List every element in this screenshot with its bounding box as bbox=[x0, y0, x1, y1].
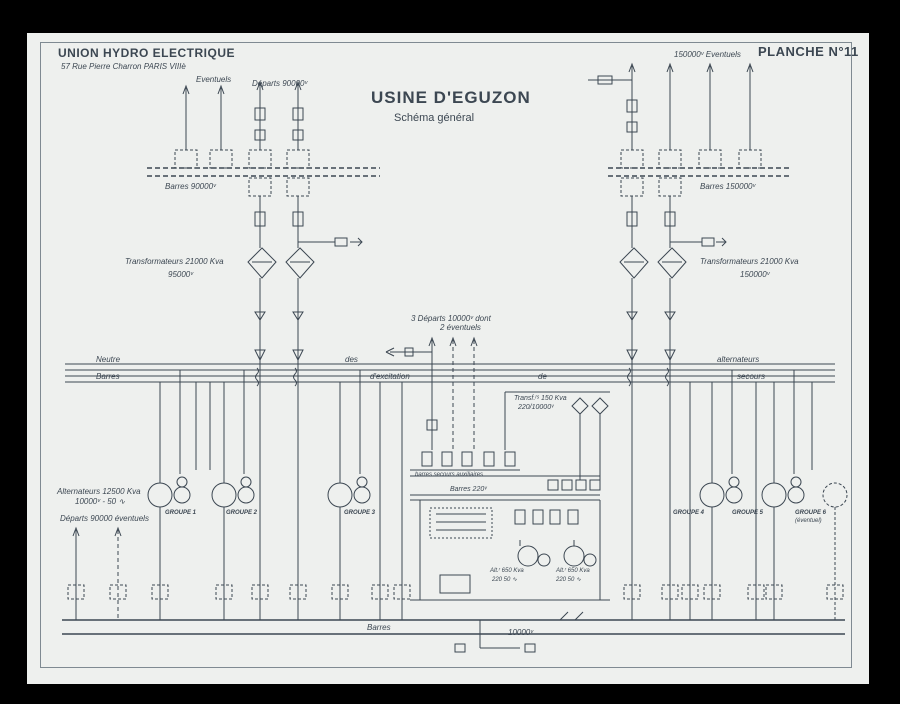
label-secours: secours bbox=[737, 372, 766, 381]
label-eventuels-150000: 150000ᵛ Eventuels bbox=[674, 50, 741, 59]
label-barres-150000: Barres 150000ᵛ bbox=[700, 182, 756, 191]
label-alternateurs-12500-2: 10000ᵛ - 50 ∿ bbox=[75, 497, 126, 506]
drawing-frame bbox=[40, 42, 852, 668]
aux-panel bbox=[410, 500, 610, 601]
label-barres-row: Barres bbox=[96, 372, 120, 381]
label-alt-right-2: 220 50 ∿ bbox=[556, 577, 582, 583]
plate-number: PLANCHE N°11 bbox=[758, 44, 859, 59]
label-departs-90000-eventuels: Départs 90000 éventuels bbox=[60, 514, 149, 523]
label-groupe-5: GROUPE 5 bbox=[732, 510, 764, 516]
label-groupe-6-eventuel: (éventuel) bbox=[795, 518, 822, 524]
label-barres-90000: Barres 90000ᵛ bbox=[165, 182, 216, 191]
label-alternateurs: alternateurs bbox=[717, 355, 760, 364]
company-address: 57 Rue Pierre Charron PARIS VIIIè bbox=[61, 62, 186, 71]
label-groupe-6: GROUPE 6 bbox=[795, 510, 827, 516]
label-barres-aux: barres secours auxiliaires bbox=[415, 472, 484, 478]
label-alt-right-1: Alt.ʳ 650 Kva bbox=[556, 568, 590, 574]
label-eventuels-left: Eventuels bbox=[196, 75, 232, 84]
label-transf-150-1: Transf.ʳˢ 150 Kva bbox=[514, 395, 567, 402]
label-excitation: d'excitation bbox=[370, 372, 410, 381]
label-de: de bbox=[538, 372, 547, 381]
departs-10000 bbox=[385, 336, 516, 467]
label-des: des bbox=[345, 355, 358, 364]
label-alt-left-2: 220 50 ∿ bbox=[492, 577, 518, 583]
company-name: UNION HYDRO ELECTRIQUE bbox=[58, 46, 236, 60]
busbar-10000 bbox=[62, 611, 845, 653]
label-alt-left-1: Alt.ʳ 650 Kva bbox=[490, 568, 524, 574]
label-alternateurs-12500-1: Alternateurs 12500 Kva bbox=[57, 487, 141, 496]
diagram-subtitle: Schéma général bbox=[394, 112, 475, 124]
label-groupe-1: GROUPE 1 bbox=[165, 510, 197, 516]
feeder-arrows-90000 bbox=[182, 80, 302, 150]
generator-group-1 bbox=[147, 370, 191, 620]
gen-feeds-left bbox=[254, 278, 304, 620]
transformers-90000 bbox=[247, 196, 363, 279]
label-kv-10000: 10000ᵛ bbox=[508, 628, 534, 637]
diagram-title: USINE D'EGUZON bbox=[371, 88, 531, 107]
label-groupe-3: GROUPE 3 bbox=[344, 510, 376, 516]
label-transfo-right-1: Transformateurs 21000 Kva bbox=[700, 257, 799, 266]
label-departs-90000: Départs 90000ᵛ bbox=[252, 79, 308, 88]
busbar-150000 bbox=[608, 167, 790, 177]
label-barres-220: Barres 220ᵛ bbox=[450, 486, 487, 493]
generator-group-5 bbox=[761, 370, 805, 620]
bottom-switches bbox=[67, 584, 844, 600]
excitation-bars bbox=[65, 363, 835, 383]
label-groupe-2: GROUPE 2 bbox=[226, 510, 258, 516]
transformers-150000 bbox=[619, 196, 727, 620]
aux-transformers bbox=[410, 391, 610, 501]
label-transf-150-2: 220/10000ᵛ bbox=[518, 404, 554, 411]
generator-group-4 bbox=[699, 370, 743, 620]
switchgear-90000 bbox=[174, 107, 310, 227]
label-transfo-left-2: 95000ᵛ bbox=[168, 270, 194, 279]
label-transfo-right-2: 150000ᵛ bbox=[740, 270, 770, 279]
label-barres-bottom: Barres bbox=[367, 623, 391, 632]
generator-group-2 bbox=[211, 370, 255, 620]
generator-group-3 bbox=[327, 370, 371, 620]
busbar-90000 bbox=[147, 167, 380, 177]
label-departs-10000-1: 3 Départs 10000ᵛ dont bbox=[411, 314, 491, 323]
label-groupe-4: GROUPE 4 bbox=[673, 510, 705, 516]
label-departs-10000-2: 2 éventuels bbox=[440, 323, 481, 332]
label-neutre: Neutre bbox=[96, 355, 121, 364]
aux-alternators bbox=[517, 540, 597, 567]
vertical-feeders bbox=[72, 382, 813, 620]
label-transfo-left-1: Transformateurs 21000 Kva bbox=[125, 257, 224, 266]
generator-group-6 bbox=[822, 482, 848, 620]
feeder-arrows-150000 bbox=[588, 62, 754, 150]
